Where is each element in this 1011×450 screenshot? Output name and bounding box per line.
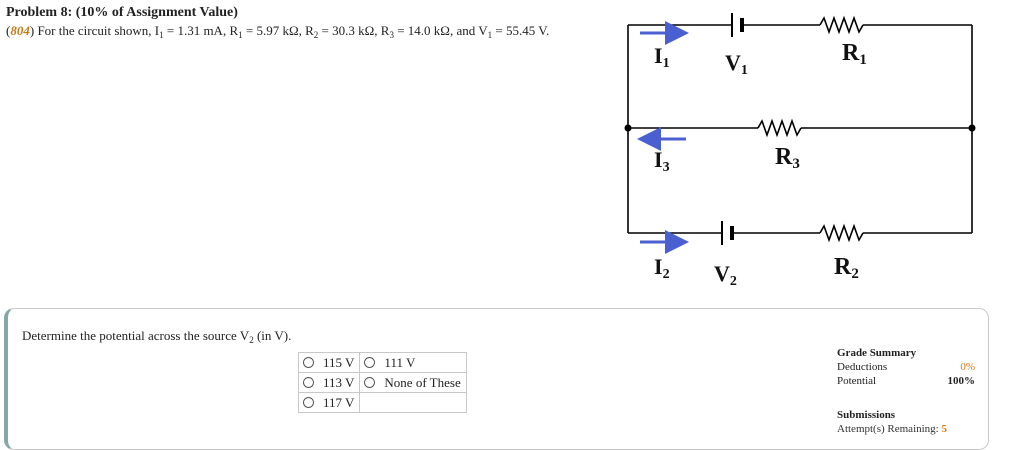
- attempts-label: Attempt(s) Remaining:: [837, 423, 939, 435]
- radio-button-icon[interactable]: [303, 376, 314, 388]
- attempts-value: 5: [941, 423, 947, 435]
- statement-sub: 1: [238, 30, 243, 40]
- potential-row: Potential 100%: [837, 374, 975, 388]
- choice-option[interactable]: 115 V: [297, 352, 361, 373]
- problem-header: Problem 8: (10% of Assignment Value) (80…: [6, 5, 616, 40]
- choice-label: 115 V: [323, 354, 355, 370]
- radio-button-icon[interactable]: [364, 356, 376, 368]
- junction-left-dot: [624, 124, 632, 132]
- submissions-title: Submissions: [837, 409, 896, 421]
- label-v2: V2: [714, 261, 737, 289]
- choice-label: 117 V: [323, 394, 355, 410]
- choice-option[interactable]: None of These: [359, 372, 467, 393]
- statement-text: = 14.0 kΩ, and V: [393, 23, 488, 38]
- deductions-row: Deductions 0%: [837, 360, 975, 374]
- label-i3: I3: [654, 147, 670, 175]
- potential-value: 100%: [947, 375, 976, 387]
- label-i2: I2: [654, 254, 670, 282]
- battery-v1-icon: [731, 13, 744, 37]
- choice-option[interactable]: 111 V: [359, 352, 467, 373]
- statement-text: = 30.3 kΩ, R: [318, 23, 390, 38]
- radio-button-icon[interactable]: [303, 396, 314, 408]
- label-r3: R3: [775, 144, 800, 172]
- deductions-label: Deductions: [837, 361, 888, 373]
- attempts-row: Attempt(s) Remaining: 5: [837, 422, 977, 436]
- statement-sub: 1: [159, 30, 164, 40]
- radio-button-icon[interactable]: [364, 376, 376, 388]
- grade-summary-title: Grade Summary: [837, 347, 917, 359]
- choice-label: 113 V: [323, 374, 355, 390]
- grade-summary: Grade Summary Deductions 0% Potential 10…: [837, 346, 975, 388]
- junction-right-dot: [968, 124, 976, 132]
- statement-text: = 1.31 mA, R: [163, 23, 239, 38]
- choice-label: 111 V: [384, 354, 416, 370]
- potential-label: Potential: [837, 375, 877, 387]
- statement-text: For the circuit shown, I: [37, 23, 160, 38]
- answer-choices: 115 V 111 V 113 V None of These 117 V: [297, 352, 467, 413]
- question-text: Determine the potential across the sourc…: [22, 328, 292, 345]
- battery-v2-icon: [721, 221, 734, 245]
- choice-empty: [359, 392, 467, 413]
- question-text-main: Determine the potential across the sourc…: [22, 328, 250, 343]
- label-i1: I1: [654, 43, 670, 71]
- problem-statement: (804) For the circuit shown, I1 = 1.31 m…: [6, 23, 550, 40]
- choice-option[interactable]: 117 V: [297, 392, 361, 413]
- circuit-wires: [627, 15, 973, 243]
- label-r1: R1: [842, 40, 867, 68]
- statement-sub: 2: [313, 30, 319, 40]
- choice-label: None of These: [384, 374, 461, 390]
- statement-text: = 55.45 V.: [492, 23, 550, 38]
- deductions-value: 0%: [960, 361, 975, 373]
- problem-id: 804: [10, 23, 30, 38]
- circuit-diagram: I1 V1 R1 I3 R3 I2 V2 R2: [624, 13, 976, 289]
- statement-sub: 1: [487, 30, 493, 40]
- radio-button-icon[interactable]: [303, 356, 314, 368]
- question-text-end: (in V).: [253, 328, 292, 343]
- label-v1: V1: [725, 50, 748, 78]
- problem-title: Problem 8: (10% of Assignment Value): [6, 5, 238, 20]
- question-panel: [4, 308, 989, 450]
- statement-text: = 5.97 kΩ, R: [242, 23, 314, 38]
- question-text-sub: 2: [249, 335, 254, 345]
- statement-sub: 3: [389, 30, 394, 40]
- label-r2: R2: [834, 254, 859, 282]
- choice-option[interactable]: 113 V: [297, 372, 361, 393]
